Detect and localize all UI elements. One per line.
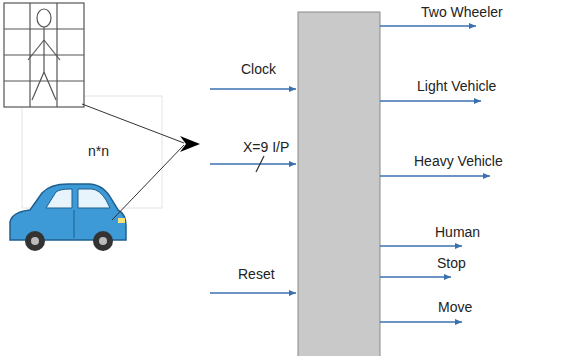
leader-line [112, 145, 184, 220]
classifier-block [298, 12, 380, 356]
signal-name: X=9 I/P [243, 139, 289, 155]
output-label: Move [438, 299, 472, 315]
input-wires [210, 89, 296, 293]
output-label: Human [435, 224, 480, 240]
human-grid [4, 3, 84, 107]
output-label: Two Wheeler [421, 4, 503, 20]
output-wires [380, 26, 490, 322]
signal-name: Reset [238, 266, 275, 282]
input-arrow [180, 136, 200, 152]
output-label: Heavy Vehicle [414, 153, 503, 169]
leader-line [82, 104, 184, 143]
car-illustration [10, 184, 126, 251]
output-label: Stop [437, 255, 466, 271]
output-label: Light Vehicle [417, 78, 496, 94]
size-label: n*n [88, 143, 109, 159]
signal-name: Clock [241, 61, 276, 77]
